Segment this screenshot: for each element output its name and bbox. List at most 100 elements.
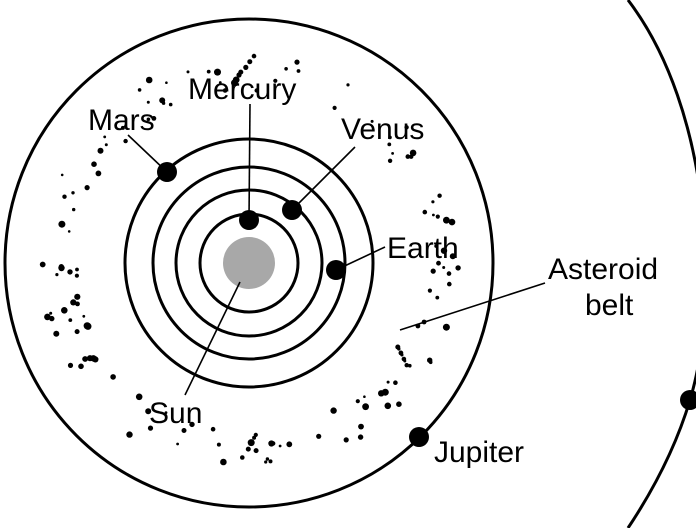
asteroid-dot [370,119,374,123]
asteroid-dot [222,88,228,93]
asteroid-dot [176,442,180,446]
asteroid-dot [49,311,53,315]
asteroid-dot [443,249,447,253]
asteroid-dot [265,457,270,461]
asteroid-dot [316,433,322,439]
asteroid-dot [435,214,440,219]
asteroid-dot [396,401,402,408]
mercury-leader [248,103,251,221]
asteroid-dot [137,88,142,92]
asteroid-dot [238,69,244,75]
asteroid-dot [216,442,221,447]
asteroid-dot [286,441,293,448]
asteroid-dot [181,428,187,433]
asteroid-dot [214,68,221,76]
asteroid-belt [39,53,461,466]
asteroid-dot [405,154,411,159]
asteroid-dot [296,69,301,73]
asteroid-dot [72,207,76,212]
asteroid-dot [422,209,428,215]
asteroid-dot [254,88,259,93]
asteroid-dot [434,244,438,248]
outer-planet [680,390,696,410]
asteroid-dot [409,149,417,157]
venus-leader [291,146,356,211]
jupiter-label: Jupiter [434,436,524,469]
venus-label: Venus [341,113,424,146]
asteroid-dot [427,288,432,293]
earth-leader [335,246,386,271]
asteroid-dot [145,408,152,415]
asteroid-dot [404,363,409,368]
outer-planet-orbit [626,0,696,528]
asteroid-dot [60,173,64,177]
asteroid-dot [210,426,216,432]
asteroid-dot [271,441,276,446]
asteroid-dot [403,359,407,363]
asteroid-dot [264,460,268,464]
asteroid-dot [332,105,337,110]
asteroid-dot [159,97,166,104]
asteroid-dot [145,76,153,84]
asteroid-dot [278,444,282,448]
asteroid-dot [86,355,94,362]
asteroid-dot [103,135,107,139]
asteroid-dot [240,455,245,460]
asteroid-dot [397,347,401,351]
asteroid-dot [384,402,392,410]
asteroid-dot [67,362,74,368]
asteroid-dot [430,268,436,274]
sun-leader [184,281,241,396]
asteroid-dot [284,67,288,71]
asteroid-dot [232,76,240,84]
asteroid-dot [247,439,255,447]
asteroid-dot [432,213,435,217]
asteroid-dot [393,380,398,386]
asteroid-dot [78,363,84,370]
asteroid-dot [75,267,79,272]
asteroid-label-line1: Asteroid [548,253,658,286]
asteroid-dot [58,264,64,270]
mars-leader [127,134,168,173]
asteroid-dot [387,158,393,163]
sun [223,237,275,289]
asteroid-dot [147,425,154,431]
jupiter-orbit [3,17,495,509]
asteroid-dot [68,318,73,322]
asteroid-dot [428,360,433,365]
asteroid-dot [146,117,151,122]
asteroid-dot [447,281,452,287]
asteroid-dot [70,299,77,306]
asteroid-dot [67,269,73,275]
asteroid-dot [446,271,452,276]
asteroid-dot [74,293,81,300]
asteroid-dot [386,380,390,384]
asteroid-dot [206,69,211,74]
asteroid-dot [437,193,442,198]
asteroid-dot [330,407,337,414]
asteroid-dot [387,142,392,147]
asteroid-dot [268,459,273,464]
jupiter-planet [409,427,429,447]
asteroid-dot [55,273,59,277]
asteroid-dot [220,458,227,466]
asteroid-dot [218,81,222,84]
asteroid-dot [164,411,168,414]
asteroid-dot [120,125,125,130]
asteroid-dot [435,295,440,300]
asteroid-leader [399,282,546,331]
asteroid-dot [362,403,369,411]
mars-label: Mars [88,104,155,137]
asteroid-dot [189,421,195,428]
asteroid-dot [442,266,446,269]
asteroid-dot [97,147,104,154]
sun-label: Sun [149,397,202,430]
asteroid-dot [247,59,253,65]
asteroid-dot [186,70,190,74]
asteroid-label-line2: belt [585,289,634,322]
asteroid-dot [53,330,60,337]
asteroid-dot [243,64,249,70]
asteroid-dot [355,399,360,404]
asteroid-dot [123,138,128,144]
asteroid-dot [146,100,150,104]
